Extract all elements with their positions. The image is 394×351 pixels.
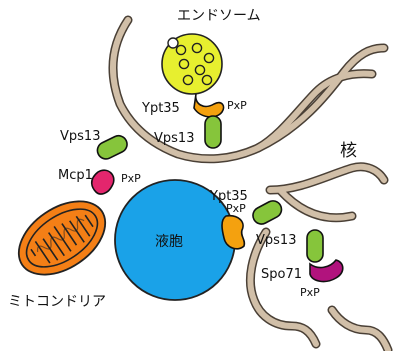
mcp1-label: Mcp1 bbox=[58, 168, 93, 183]
endosome bbox=[162, 34, 222, 94]
pxp-bottom-label: PxP bbox=[300, 286, 320, 299]
mitochondria-label: ミトコンドリア bbox=[8, 294, 106, 310]
vacuole-label: 液胞 bbox=[155, 234, 183, 250]
vps13-right-label: Vps13 bbox=[256, 233, 296, 248]
pxp-top-label: PxP bbox=[227, 99, 247, 112]
endosome-label: エンドソーム bbox=[177, 8, 261, 24]
spo71-protein bbox=[310, 260, 343, 281]
nucleus-label: 核 bbox=[340, 141, 357, 161]
mcp1-protein bbox=[92, 170, 114, 194]
pxp-left-label: PxP bbox=[121, 172, 141, 185]
ypt35-top-protein bbox=[194, 94, 224, 117]
vps13-left-label: Vps13 bbox=[60, 129, 100, 144]
spo71-label: Spo71 bbox=[261, 267, 302, 282]
vps13-top-label: Vps13 bbox=[154, 131, 194, 146]
ypt35-top-label: Ypt35 bbox=[141, 101, 180, 116]
pxp-mid-label: PxP bbox=[226, 202, 246, 215]
mitochondrion bbox=[5, 186, 118, 289]
vps13-right-protein bbox=[307, 230, 323, 262]
vps13-right-top-protein bbox=[250, 198, 284, 227]
vps13-top-protein bbox=[205, 116, 221, 148]
